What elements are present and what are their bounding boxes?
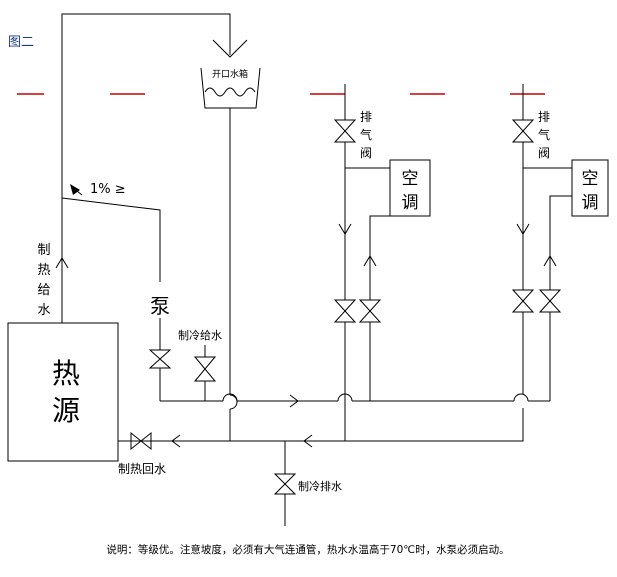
valve-drain — [273, 473, 297, 495]
svg-text:调: 调 — [582, 193, 599, 213]
svg-text:调: 调 — [402, 193, 419, 213]
note-text: 说明：等级优。注意坡度，必须有大气连通管，热水水温高于70℃时，水泵必须启动。 — [106, 543, 509, 556]
riser2-down-arrow — [516, 223, 530, 235]
heat-source-label: 热 源 — [52, 357, 80, 427]
slope-label: 1% ≥ — [90, 182, 126, 197]
ac-unit-2-label: 空 调 — [582, 169, 599, 213]
riser2-up-arrow — [543, 255, 557, 267]
supply-up-arrow — [55, 257, 69, 269]
svg-text:水: 水 — [37, 303, 50, 318]
svg-text:空: 空 — [402, 169, 419, 189]
svg-text:热: 热 — [37, 263, 50, 278]
valve-riser2-left — [511, 289, 535, 313]
svg-text:排: 排 — [360, 110, 372, 124]
crossover-hump-3 — [513, 393, 529, 402]
figure-label: 图二 — [8, 35, 34, 50]
tank-water-wave — [204, 87, 256, 97]
cold-drain-label: 制冷排水 — [298, 479, 342, 493]
svg-text:阀: 阀 — [538, 146, 550, 160]
pump-label: 泵 — [150, 294, 170, 318]
svg-text:热: 热 — [52, 357, 80, 390]
ac1-inlet-pipe — [369, 215, 390, 300]
tank-inlet-arrow — [212, 39, 248, 58]
cold-supply-label: 制冷给水 — [178, 329, 222, 342]
supply-riser-pipe — [61, 13, 231, 323]
return-arrow-left-1 — [171, 434, 181, 448]
flow-arrow-right — [289, 394, 299, 408]
valve-cold-supply — [193, 356, 217, 382]
crossover-bend-1 — [229, 394, 238, 410]
svg-text:空: 空 — [582, 169, 599, 189]
vent-valve-1-label: 排 气 阀 — [360, 110, 372, 160]
return-arrow-left-2 — [303, 434, 313, 448]
riser1-down-arrow — [338, 223, 352, 235]
supply-label: 制 热 给 水 — [37, 243, 50, 318]
valve-riser1-right — [358, 299, 382, 323]
svg-text:阀: 阀 — [360, 146, 372, 160]
vent-valve-2 — [511, 119, 535, 143]
ac-unit-2 — [571, 159, 609, 217]
valve-riser1-left — [333, 299, 357, 323]
svg-text:气: 气 — [360, 127, 372, 142]
valve-return — [130, 431, 152, 451]
return-water-label: 制热回水 — [118, 462, 166, 476]
svg-text:制: 制 — [37, 243, 50, 258]
vent-valve-2-label: 排 气 阀 — [538, 110, 550, 160]
ac2-inlet-pipe — [549, 195, 572, 290]
slope-pipe — [61, 197, 161, 282]
svg-text:源: 源 — [52, 394, 80, 427]
svg-text:气: 气 — [538, 127, 550, 142]
svg-text:排: 排 — [538, 110, 550, 124]
riser1-up-arrow — [363, 255, 377, 267]
valve-pump — [148, 349, 172, 369]
heat-source-box — [7, 322, 119, 462]
valve-riser2-right — [538, 289, 562, 313]
return-main-pipe — [118, 408, 524, 442]
tank-label: 开口水箱 — [212, 68, 248, 80]
slope-arrowhead — [70, 184, 80, 195]
svg-text:给: 给 — [37, 283, 50, 298]
crossover-hump-1 — [222, 393, 238, 402]
vent-valve-1 — [333, 119, 357, 143]
ac-unit-1-label: 空 调 — [402, 169, 419, 213]
ac-unit-1 — [389, 159, 431, 217]
